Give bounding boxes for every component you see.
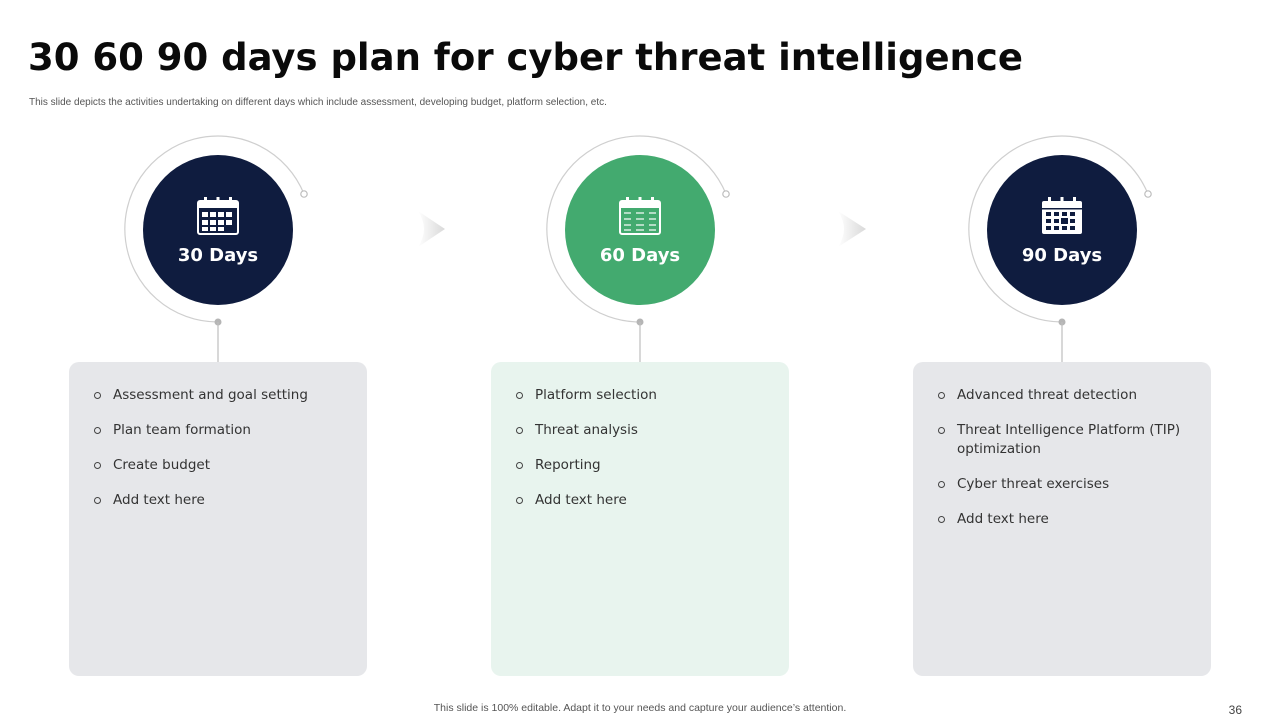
list-item: Reporting <box>515 456 769 475</box>
list-item: Threat analysis <box>515 421 769 440</box>
list-item-text: Add text here <box>113 492 205 508</box>
list-item-text: Platform selection <box>535 387 657 403</box>
list-item-text: Plan team formation <box>113 422 251 438</box>
list-item: Create budget <box>93 456 347 475</box>
slide-subtitle: This slide depicts the activities undert… <box>29 97 607 108</box>
activity-list: Platform selection Threat analysis Repor… <box>515 386 769 510</box>
list-item: Platform selection <box>515 386 769 405</box>
bullet-icon <box>516 427 523 434</box>
bullet-icon <box>94 497 101 504</box>
bullet-icon <box>938 516 945 523</box>
bullet-icon <box>938 392 945 399</box>
list-item-text: Threat analysis <box>535 422 638 438</box>
activity-list: Assessment and goal setting Plan team fo… <box>93 386 347 510</box>
slide-footer: This slide is 100% editable. Adapt it to… <box>433 702 847 714</box>
bullet-icon <box>938 481 945 488</box>
list-item: Cyber threat exercises <box>937 475 1191 494</box>
arrow-2-icon <box>838 211 866 247</box>
stage-label: 90 Days <box>1021 244 1103 266</box>
bullet-icon <box>516 392 523 399</box>
list-item: Assessment and goal setting <box>93 386 347 405</box>
bullet-icon <box>94 427 101 434</box>
arrow-1-icon <box>418 211 445 247</box>
list-item: Advanced threat detection <box>937 386 1191 405</box>
calendar-icon <box>1042 196 1082 234</box>
list-item-text: Advanced threat detection <box>957 387 1137 403</box>
bullet-icon <box>516 497 523 504</box>
list-item-text: Threat Intelligence Platform (TIP) optim… <box>957 422 1181 457</box>
list-item: Plan team formation <box>93 421 347 440</box>
activity-list: Advanced threat detection Threat Intelli… <box>937 386 1191 529</box>
list-item: Threat Intelligence Platform (TIP) optim… <box>937 421 1191 459</box>
list-item: Add text here <box>515 491 769 510</box>
list-item: Add text here <box>937 510 1191 529</box>
calendar-icon <box>619 196 661 235</box>
list-item-text: Cyber threat exercises <box>957 476 1110 492</box>
stage-circle-90: 90 Days <box>987 155 1137 305</box>
list-item-text: Add text here <box>957 511 1049 527</box>
list-item-text: Assessment and goal setting <box>113 387 308 403</box>
panel-60-days: Platform selection Threat analysis Repor… <box>491 362 789 676</box>
bullet-icon <box>516 462 523 469</box>
panel-90-days: Advanced threat detection Threat Intelli… <box>913 362 1211 676</box>
bullet-icon <box>94 462 101 469</box>
stage-label: 60 Days <box>599 244 681 266</box>
list-item-text: Create budget <box>113 457 211 473</box>
stage-label: 30 Days <box>177 244 259 266</box>
panel-30-days: Assessment and goal setting Plan team fo… <box>69 362 367 676</box>
list-item-text: Add text here <box>535 492 627 508</box>
calendar-icon <box>197 196 239 235</box>
list-item-text: Reporting <box>535 457 601 473</box>
slide-title: 30 60 90 days plan for cyber threat inte… <box>28 36 1023 79</box>
list-item: Add text here <box>93 491 347 510</box>
page-number: 36 <box>1228 703 1242 717</box>
stage-circle-60: 60 Days <box>565 155 715 305</box>
stage-circle-30: 30 Days <box>143 155 293 305</box>
bullet-icon <box>938 427 945 434</box>
bullet-icon <box>94 392 101 399</box>
